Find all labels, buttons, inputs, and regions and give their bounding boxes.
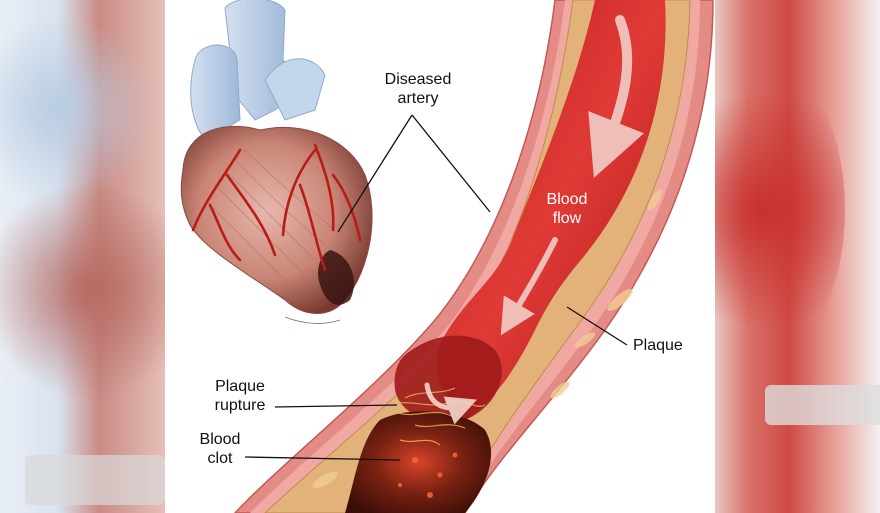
label-blood-clot: Blood clot	[190, 430, 250, 468]
label-plaque-rupture-line2: rupture	[214, 397, 266, 414]
label-blood-flow-line1: Blood	[546, 191, 588, 208]
label-blood-clot-line1: Blood	[199, 431, 241, 448]
label-diseased-artery: Diseased artery	[373, 70, 463, 108]
label-blood-flow: Blood flow	[537, 190, 597, 228]
leader-line-heart-artery	[337, 114, 413, 233]
blurred-background-left	[0, 0, 165, 513]
label-blood-flow-line2: flow	[552, 210, 582, 227]
label-plaque-rupture: Plaque rupture	[205, 377, 275, 415]
label-diseased-artery-line1: Diseased	[384, 71, 452, 88]
label-plaque-rupture-line1: Plaque	[215, 378, 265, 395]
diagram-illustration	[180, 0, 714, 513]
leader-line-artery-wall	[411, 114, 491, 213]
heart-illustration	[180, 0, 373, 324]
leader-line-rupture	[274, 404, 398, 408]
leader-line-plaque	[566, 306, 628, 346]
label-blood-clot-line2: clot	[207, 450, 233, 467]
artery-cross-section	[233, 0, 714, 513]
leader-line-clot	[244, 456, 401, 461]
label-plaque: Plaque	[633, 337, 683, 354]
label-diseased-artery-line2: artery	[397, 90, 439, 107]
diagram-figure: Diseased artery Blood flow Plaque Plaque…	[165, 0, 715, 513]
blurred-background-right	[715, 0, 880, 513]
